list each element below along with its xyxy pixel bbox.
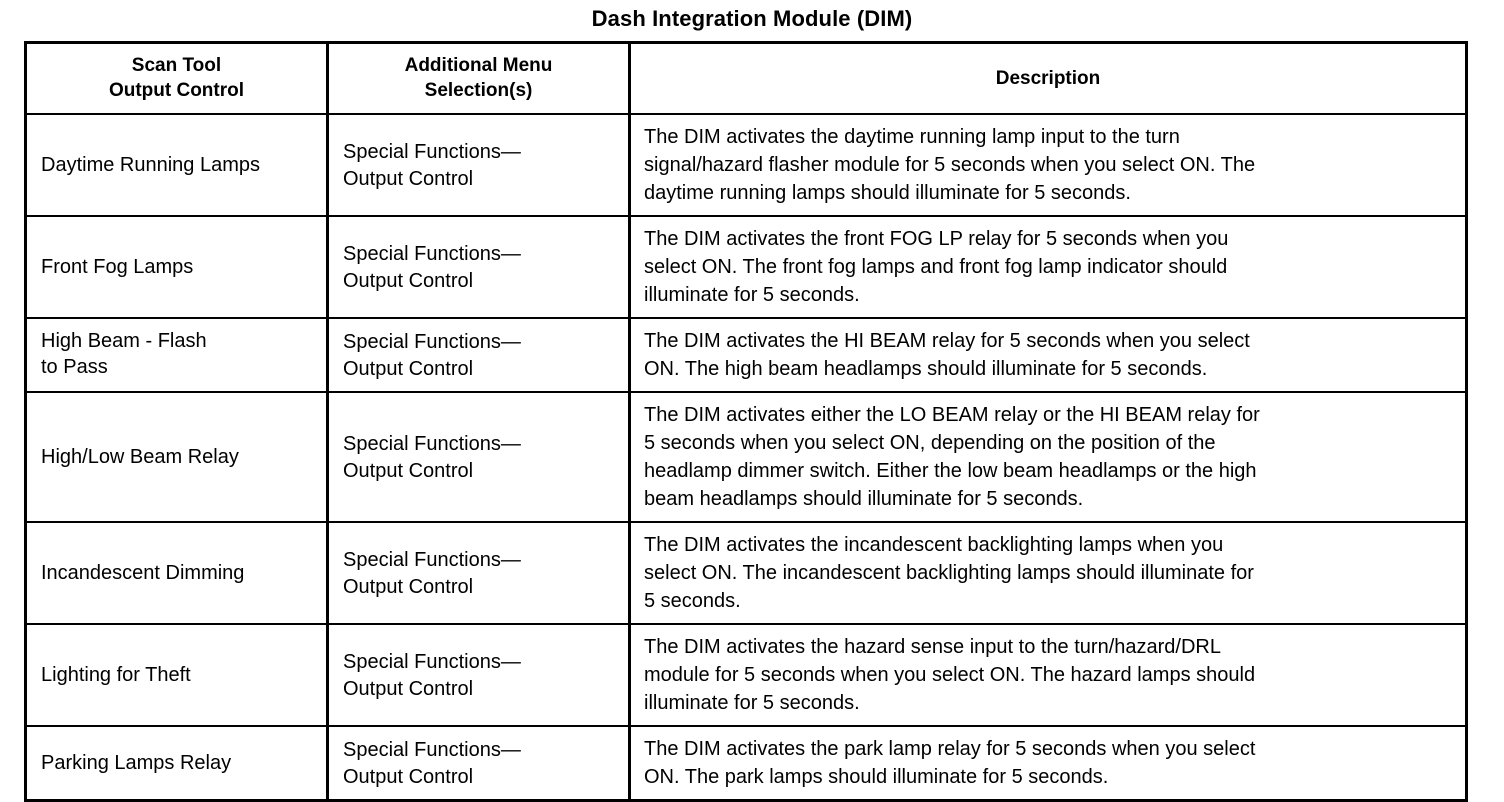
- additional-menu-selection-value: Special Functions— Output Control: [343, 738, 521, 788]
- column-header-scan-tool-output-control: Scan Tool Output Control: [24, 41, 329, 115]
- table-row: Daytime Running Lamps Special Functions—…: [24, 113, 1468, 217]
- additional-menu-selection-value: Special Functions— Output Control: [343, 140, 521, 190]
- description-value: The DIM activates the park lamp relay fo…: [644, 738, 1256, 788]
- cell-additional-menu-selection: Special Functions— Output Control: [326, 725, 631, 802]
- column-header-description: Description: [628, 41, 1468, 115]
- table-header: Scan Tool Output Control Additional Menu…: [24, 41, 1468, 115]
- table-row: High Beam - Flash to Pass Special Functi…: [24, 317, 1468, 393]
- cell-scan-tool-output-control: Parking Lamps Relay: [24, 725, 329, 802]
- cell-additional-menu-selection: Special Functions— Output Control: [326, 113, 631, 217]
- description-value: The DIM activates the front FOG LP relay…: [644, 228, 1229, 306]
- additional-menu-selection-value: Special Functions— Output Control: [343, 330, 521, 380]
- description-value: The DIM activates the HI BEAM relay for …: [644, 330, 1250, 380]
- cell-description: The DIM activates the HI BEAM relay for …: [628, 317, 1468, 393]
- page-title: Dash Integration Module (DIM): [591, 6, 913, 31]
- scan-tool-output-control-value: Parking Lamps Relay: [41, 752, 232, 774]
- cell-scan-tool-output-control: Lighting for Theft: [24, 623, 329, 727]
- description-value: The DIM activates the hazard sense input…: [644, 636, 1256, 714]
- cell-description: The DIM activates the park lamp relay fo…: [628, 725, 1468, 802]
- additional-menu-selection-value: Special Functions— Output Control: [343, 432, 521, 482]
- scan-tool-output-control-value: Front Fog Lamps: [41, 256, 194, 278]
- scan-tool-output-control-value: High Beam - Flash to Pass: [41, 330, 207, 378]
- column-header-line-1: Scan Tool: [131, 55, 222, 76]
- scan-tool-output-control-value: Incandescent Dimming: [41, 562, 245, 584]
- description-value: The DIM activates either the LO BEAM rel…: [644, 404, 1260, 510]
- table-header-row: Scan Tool Output Control Additional Menu…: [24, 41, 1468, 115]
- cell-additional-menu-selection: Special Functions— Output Control: [326, 623, 631, 727]
- scan-tool-output-control-value: High/Low Beam Relay: [41, 446, 239, 468]
- column-header-additional-menu-selections: Additional Menu Selection(s): [326, 41, 631, 115]
- cell-additional-menu-selection: Special Functions— Output Control: [326, 391, 631, 523]
- column-header-line-2: Output Control: [108, 80, 245, 101]
- cell-description: The DIM activates the hazard sense input…: [628, 623, 1468, 727]
- cell-scan-tool-output-control: Front Fog Lamps: [24, 215, 329, 319]
- additional-menu-selection-value: Special Functions— Output Control: [343, 548, 521, 598]
- column-header-scan-tool-output-control-text: Scan Tool Output Control: [27, 44, 326, 113]
- description-value: The DIM activates the incandescent backl…: [644, 534, 1254, 612]
- column-header-description-text: Description: [995, 68, 1101, 89]
- scan-tool-output-control-value: Daytime Running Lamps: [41, 154, 260, 176]
- cell-scan-tool-output-control: High/Low Beam Relay: [24, 391, 329, 523]
- table-row: Parking Lamps Relay Special Functions— O…: [24, 725, 1468, 802]
- column-header-line-2: Selection(s): [424, 80, 533, 101]
- scan-tool-output-control-value: Lighting for Theft: [41, 664, 191, 686]
- description-value: The DIM activates the daytime running la…: [644, 126, 1256, 204]
- column-header-line-1: Additional Menu: [404, 55, 553, 76]
- cell-scan-tool-output-control: Incandescent Dimming: [24, 521, 329, 625]
- cell-description: The DIM activates the incandescent backl…: [628, 521, 1468, 625]
- table-row: Lighting for Theft Special Functions— Ou…: [24, 623, 1468, 727]
- cell-description: The DIM activates either the LO BEAM rel…: [628, 391, 1468, 523]
- cell-description: The DIM activates the daytime running la…: [628, 113, 1468, 217]
- cell-description: The DIM activates the front FOG LP relay…: [628, 215, 1468, 319]
- cell-additional-menu-selection: Special Functions— Output Control: [326, 215, 631, 319]
- table-row: Incandescent Dimming Special Functions— …: [24, 521, 1468, 625]
- cell-scan-tool-output-control: High Beam - Flash to Pass: [24, 317, 329, 393]
- cell-additional-menu-selection: Special Functions— Output Control: [326, 317, 631, 393]
- column-header-additional-menu-selections-text: Additional Menu Selection(s): [329, 44, 628, 113]
- table-body: Daytime Running Lamps Special Functions—…: [24, 113, 1468, 802]
- table-row: High/Low Beam Relay Special Functions— O…: [24, 391, 1468, 523]
- cell-additional-menu-selection: Special Functions— Output Control: [326, 521, 631, 625]
- table-row: Front Fog Lamps Special Functions— Outpu…: [24, 215, 1468, 319]
- additional-menu-selection-value: Special Functions— Output Control: [343, 242, 521, 292]
- dim-output-control-table: Scan Tool Output Control Additional Menu…: [24, 41, 1468, 802]
- additional-menu-selection-value: Special Functions— Output Control: [343, 650, 521, 700]
- document-page: Dash Integration Module (DIM) Scan Tool …: [24, 6, 1468, 802]
- cell-scan-tool-output-control: Daytime Running Lamps: [24, 113, 329, 217]
- dim-output-control-table-wrapper: Scan Tool Output Control Additional Menu…: [24, 41, 1468, 802]
